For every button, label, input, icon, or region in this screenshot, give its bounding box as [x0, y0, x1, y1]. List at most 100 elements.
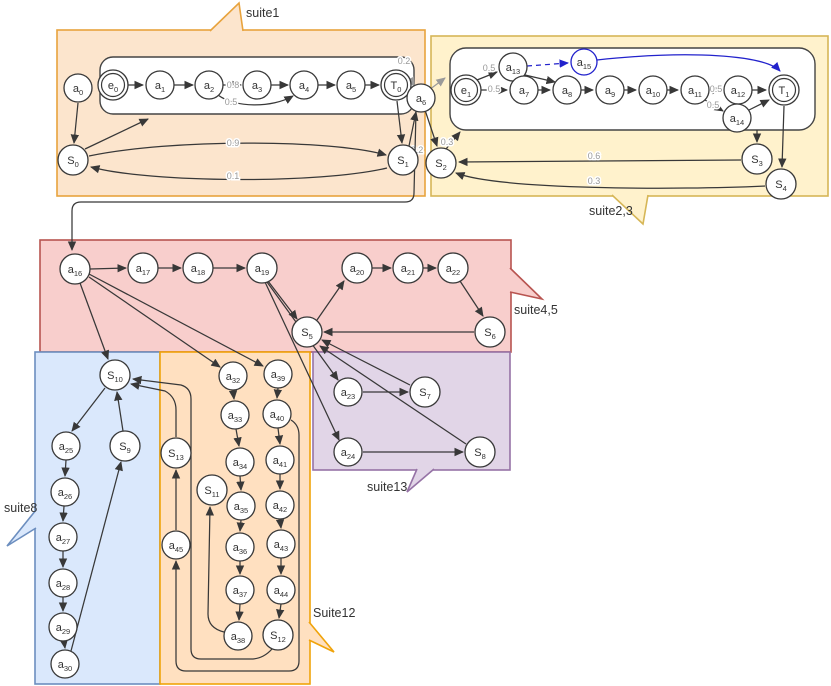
node-circle-a0[interactable] [63, 73, 93, 103]
node-S9[interactable]: S9 [109, 430, 141, 462]
node-circle-a38[interactable] [223, 621, 253, 651]
node-a29[interactable]: a29 [48, 612, 78, 642]
edge-a16-S10[interactable] [79, 282, 110, 360]
node-circle-e1[interactable] [450, 74, 482, 106]
node-circle-a5[interactable] [336, 70, 366, 100]
node-circle-a34[interactable] [225, 447, 255, 477]
edge-a19-S5[interactable] [267, 280, 298, 320]
node-circle-a17[interactable] [127, 252, 159, 284]
edge-a16-a17[interactable] [89, 264, 127, 273]
node-circle-a16[interactable] [59, 253, 91, 285]
node-circle-a22[interactable] [437, 252, 469, 284]
node-S11[interactable]: S11 [196, 474, 228, 506]
edge-a39-a40[interactable] [273, 387, 283, 399]
node-circle-a40[interactable] [262, 399, 292, 429]
node-circle-S1[interactable] [387, 144, 419, 176]
node-a18[interactable]: a18 [182, 252, 214, 284]
edge-a6-S2[interactable] [424, 109, 439, 147]
node-circle-e0[interactable] [97, 69, 129, 101]
node-a41[interactable]: a41 [265, 445, 295, 475]
edge-a15-T1[interactable] [596, 54, 781, 72]
node-a6[interactable]: a6 [406, 83, 436, 113]
edge-a26-a27[interactable] [59, 505, 68, 522]
node-circle-a19[interactable] [246, 252, 278, 284]
node-S7[interactable]: S7 [409, 376, 441, 408]
edge-a29-a30[interactable] [59, 638, 68, 649]
edge-a44-S12[interactable] [276, 603, 285, 619]
edge-a25-a26[interactable] [61, 459, 70, 477]
edge-e1-a13[interactable] [476, 71, 498, 81]
edge-S0-automaton1[interactable] [84, 118, 149, 150]
node-S13[interactable]: S13 [160, 437, 192, 469]
edge-T0-S1[interactable] [396, 100, 406, 144]
node-circle-S8[interactable] [464, 436, 496, 468]
node-circle-a7[interactable] [509, 75, 539, 105]
edge-S1-a6[interactable] [408, 111, 419, 147]
node-circle-a45[interactable] [161, 530, 191, 560]
node-circle-S13[interactable] [160, 437, 192, 469]
node-circle-a23[interactable] [333, 377, 363, 407]
node-circle-S6[interactable] [474, 316, 506, 348]
node-a26[interactable]: a26 [50, 477, 80, 507]
node-a45[interactable]: a45 [161, 530, 191, 560]
edge-a38-S11[interactable] [205, 506, 225, 633]
node-a20[interactable]: a20 [341, 252, 373, 284]
node-circle-S0[interactable] [57, 144, 89, 176]
edge-a22-S6[interactable] [459, 280, 484, 317]
node-a38[interactable]: a38 [223, 621, 253, 651]
node-a40[interactable]: a40 [262, 399, 292, 429]
edge-S8-S5[interactable] [319, 345, 467, 445]
node-circle-a32[interactable] [218, 361, 248, 391]
node-circle-a20[interactable] [341, 252, 373, 284]
node-circle-a44[interactable] [266, 575, 296, 605]
edge-S1-S0[interactable] [90, 165, 388, 181]
node-a19[interactable]: a19 [246, 252, 278, 284]
node-a8[interactable]: a8 [552, 75, 582, 105]
node-a0[interactable]: a0 [63, 73, 93, 103]
node-circle-a29[interactable] [48, 612, 78, 642]
node-a39[interactable]: a39 [263, 359, 293, 389]
edge-a34-a35[interactable] [236, 475, 245, 491]
edge-S7-S5[interactable] [321, 339, 411, 386]
node-a12[interactable]: a12 [723, 75, 753, 105]
node-circle-S12[interactable] [262, 619, 294, 651]
node-a42[interactable]: a42 [265, 490, 295, 520]
node-a10[interactable]: a10 [638, 75, 668, 105]
node-a34[interactable]: a34 [225, 447, 255, 477]
node-S5[interactable]: S5 [291, 316, 323, 348]
node-a3[interactable]: a3 [242, 70, 272, 100]
node-circle-S4[interactable] [765, 168, 797, 200]
node-a28[interactable]: a28 [48, 568, 78, 598]
node-circle-a37[interactable] [225, 575, 255, 605]
node-circle-a26[interactable] [50, 477, 80, 507]
node-circle-a24[interactable] [333, 437, 363, 467]
node-a43[interactable]: a43 [266, 529, 296, 559]
node-a11[interactable]: a11 [680, 75, 710, 105]
node-circle-a15[interactable] [570, 48, 598, 76]
node-circle-a8[interactable] [552, 75, 582, 105]
node-circle-a18[interactable] [182, 252, 214, 284]
edge-S9-S10[interactable] [114, 391, 124, 432]
node-circle-a42[interactable] [265, 490, 295, 520]
node-S12[interactable]: S12 [262, 619, 294, 651]
node-a35[interactable]: a35 [226, 491, 256, 521]
node-circle-S11[interactable] [196, 474, 228, 506]
edge-a42-a43[interactable] [275, 518, 285, 529]
node-circle-a30[interactable] [50, 649, 80, 679]
edge-a13-a15[interactable] [526, 59, 569, 68]
node-S2[interactable]: S2 [425, 147, 457, 179]
node-a17[interactable]: a17 [127, 252, 159, 284]
node-S4[interactable]: S4 [765, 168, 797, 200]
edge-a40-a45[interactable] [171, 419, 300, 672]
node-circle-a4[interactable] [289, 70, 319, 100]
node-circle-a27[interactable] [48, 522, 78, 552]
node-a9[interactable]: a9 [595, 75, 625, 105]
edge-T1-S4[interactable] [778, 105, 787, 168]
node-circle-a33[interactable] [220, 400, 250, 430]
node-S6[interactable]: S6 [474, 316, 506, 348]
edge-S10-a25[interactable] [71, 387, 106, 432]
edge-a14-T1[interactable] [748, 99, 770, 111]
node-circle-a36[interactable] [225, 532, 255, 562]
node-circle-a35[interactable] [226, 491, 256, 521]
edge-S5-a20[interactable] [316, 280, 345, 321]
